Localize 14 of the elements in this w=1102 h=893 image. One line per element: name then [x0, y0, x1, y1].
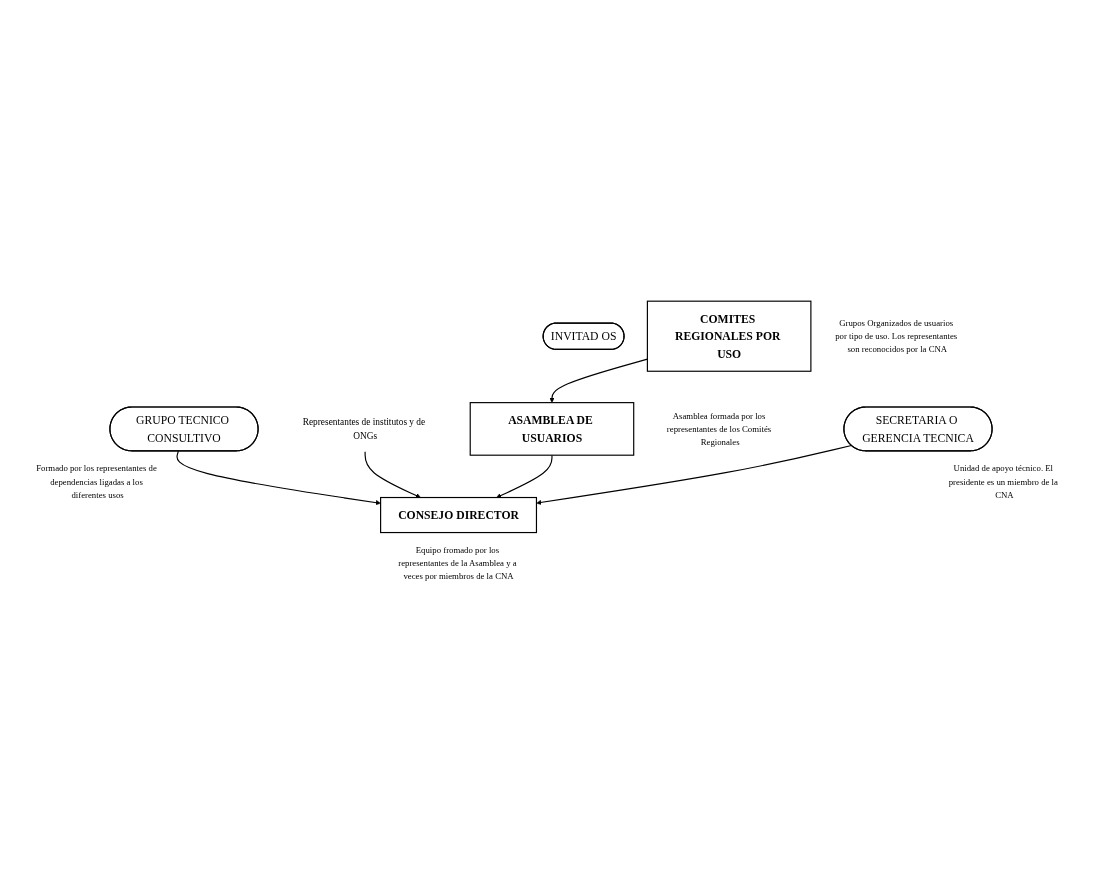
- node-label: Grupos Organizados de usuarios por tipo de uso. Los representantes son reconocidos por la CNA: [835, 318, 958, 354]
- node-label: Unidad de apoyo técnico. El presidente es un miembro de la CNA: [948, 463, 1058, 500]
- node-label: Equipo fromado por los representantes de la Asamblea y a veces por miembros de la CNA: [398, 545, 517, 582]
- arrow: [549, 358, 648, 403]
- arrow: [496, 454, 553, 498]
- node-box: COMITES REGIONALES POR USO: [646, 300, 812, 372]
- arrow: [364, 451, 421, 498]
- arrow: [536, 444, 853, 505]
- node-box: ASAMBLEA DE USUARIOS: [469, 402, 635, 456]
- node-box: CONSEJO DIRECTOR: [380, 496, 538, 534]
- node-label: Formado por los representantes de dependencias ligadas a los diferentes usos: [36, 463, 157, 500]
- arrow: [176, 450, 381, 506]
- node-label: Asamblea formada por los representantes de los Comités Regionales: [666, 410, 772, 447]
- node-text: Representantes de institutos y de ONGs: [302, 416, 426, 441]
